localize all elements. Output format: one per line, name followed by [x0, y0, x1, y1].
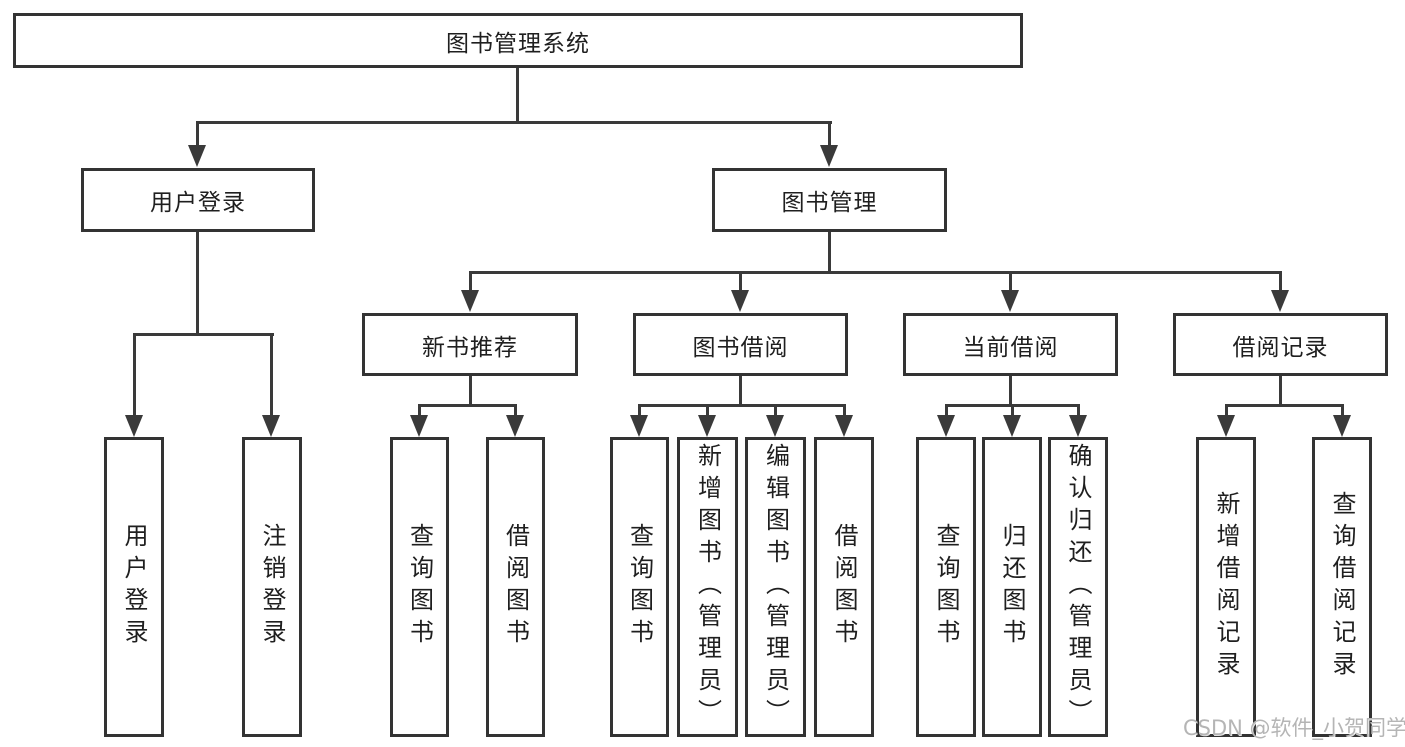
- connector-line: [739, 271, 742, 293]
- arrow-down-icon: [1001, 290, 1019, 312]
- leaf-confirm-return-admin: 确认归还（管理员）: [1048, 437, 1108, 737]
- connector-line: [1279, 271, 1282, 293]
- leaf-return-books: 归还图书: [982, 437, 1042, 737]
- connector-line: [196, 121, 832, 124]
- connector-line: [418, 404, 517, 407]
- node-label: 借阅图书: [501, 523, 530, 651]
- leaf-query-books-borrowing: 查询图书: [610, 437, 669, 737]
- connector-line: [270, 333, 273, 418]
- arrow-down-icon: [820, 145, 838, 167]
- node-new-book-recommendation: 新书推荐: [362, 313, 578, 376]
- csdn-watermark: CSDN @软件_小贺同学: [1183, 716, 1405, 740]
- connector-line: [828, 232, 831, 274]
- connector-line: [638, 404, 641, 417]
- node-current-borrowing: 当前借阅: [903, 313, 1118, 376]
- leaf-query-books-recommend: 查询图书: [390, 437, 449, 737]
- arrow-down-icon: [188, 145, 206, 167]
- node-label: 当前借阅: [962, 334, 1059, 361]
- arrow-down-icon: [731, 290, 749, 312]
- node-book-borrowing: 图书借阅: [633, 313, 848, 376]
- arrow-down-icon: [1217, 415, 1235, 437]
- node-book-management: 图书管理: [712, 168, 947, 232]
- connector-line: [739, 376, 742, 407]
- connector-line: [1077, 404, 1080, 417]
- leaf-user-login: 用户登录: [104, 437, 164, 737]
- connector-line: [638, 404, 846, 407]
- connector-line: [1341, 404, 1344, 417]
- node-label: 查询图书: [932, 523, 960, 651]
- node-label: 查询图书: [625, 523, 654, 651]
- node-label: 新增图书（管理员）: [693, 443, 722, 731]
- connector-line: [133, 333, 274, 336]
- node-label: 新书推荐: [422, 334, 518, 361]
- connector-line: [1009, 376, 1012, 407]
- connector-line: [706, 404, 709, 417]
- connector-line: [469, 271, 472, 293]
- node-library-management-system: 图书管理系统: [13, 13, 1023, 68]
- node-label: 注销登录: [258, 523, 286, 651]
- connector-line: [843, 404, 846, 417]
- leaf-add-book-admin: 新增图书（管理员）: [677, 437, 738, 737]
- leaf-edit-book-admin: 编辑图书（管理员）: [745, 437, 806, 737]
- arrow-down-icon: [461, 290, 479, 312]
- node-label: 借阅记录: [1232, 334, 1329, 361]
- node-label: 编辑图书（管理员）: [761, 443, 790, 731]
- arrow-down-icon: [410, 415, 428, 437]
- leaf-query-borrow-record: 查询借阅记录: [1312, 437, 1372, 737]
- leaf-borrow-books-recommend: 借阅图书: [486, 437, 545, 737]
- node-label: 图书管理: [781, 190, 878, 216]
- connector-line: [516, 68, 519, 122]
- leaf-add-borrow-record: 新增借阅记录: [1196, 437, 1256, 737]
- connector-line: [1225, 404, 1228, 417]
- node-label: 确认归还（管理员）: [1064, 443, 1092, 731]
- connector-line: [1011, 404, 1014, 417]
- connector-line: [828, 121, 831, 148]
- connector-line: [1279, 376, 1282, 407]
- connector-line: [196, 232, 199, 336]
- arrow-down-icon: [698, 415, 716, 437]
- node-borrowing-records: 借阅记录: [1173, 313, 1388, 376]
- connector-line: [774, 404, 777, 417]
- connector-line: [469, 271, 1282, 274]
- arrow-down-icon: [630, 415, 648, 437]
- arrow-down-icon: [937, 415, 955, 437]
- leaf-borrow-books-borrowing: 借阅图书: [814, 437, 874, 737]
- node-label: 新增借阅记录: [1212, 491, 1240, 683]
- node-label: 图书管理系统: [446, 30, 590, 57]
- arrow-down-icon: [262, 415, 280, 437]
- leaf-query-books-current: 查询图书: [916, 437, 976, 737]
- arrow-down-icon: [125, 415, 143, 437]
- arrow-down-icon: [1003, 415, 1021, 437]
- node-label: 借阅图书: [830, 523, 858, 651]
- connector-line: [1009, 271, 1012, 293]
- node-label: 用户登录: [150, 190, 246, 216]
- node-label: 用户登录: [120, 523, 148, 651]
- node-label: 查询图书: [405, 523, 434, 651]
- connector-line: [133, 333, 136, 418]
- leaf-logout: 注销登录: [242, 437, 302, 737]
- node-label: 图书借阅: [692, 334, 789, 361]
- connector-line: [945, 404, 948, 417]
- connector-line: [469, 376, 472, 407]
- arrow-down-icon: [1271, 290, 1289, 312]
- connector-line: [196, 121, 199, 148]
- arrow-down-icon: [766, 415, 784, 437]
- arrow-down-icon: [835, 415, 853, 437]
- arrow-down-icon: [1069, 415, 1087, 437]
- arrow-down-icon: [506, 415, 524, 437]
- node-user-login: 用户登录: [81, 168, 315, 232]
- connector-line: [1225, 404, 1343, 407]
- node-label: 查询借阅记录: [1328, 491, 1356, 683]
- connector-line: [514, 404, 517, 417]
- node-label: 归还图书: [998, 523, 1026, 651]
- arrow-down-icon: [1333, 415, 1351, 437]
- connector-line: [418, 404, 421, 417]
